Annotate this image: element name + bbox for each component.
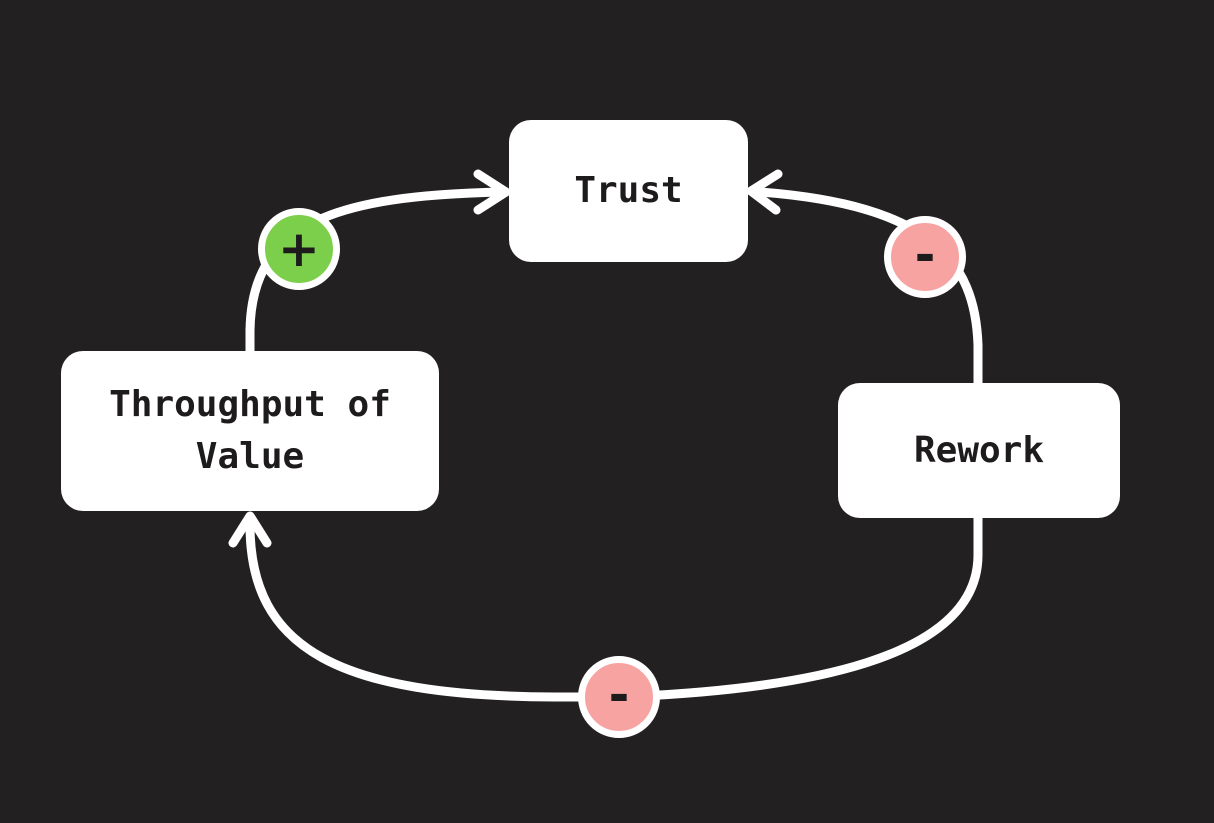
- node-trust[interactable]: Trust: [509, 120, 748, 262]
- positive-polarity-badge: +: [258, 208, 340, 290]
- negative-polarity-badge: -: [884, 216, 966, 298]
- node-trust-label: Trust: [574, 170, 683, 211]
- negative-polarity-badge: -: [578, 656, 660, 738]
- node-rework-label: Rework: [913, 429, 1045, 471]
- arrowhead-throughput-to-trust: [473, 169, 511, 215]
- plus-icon: +: [278, 220, 320, 278]
- node-rework[interactable]: Rework: [838, 383, 1120, 518]
- node-throughput-of-value[interactable]: Throughput of Value: [61, 351, 439, 511]
- minus-icon: -: [608, 666, 630, 724]
- arrowhead-rework-to-throughput: [228, 511, 272, 548]
- node-throughput-of-value-label: Throughput of Value: [109, 384, 391, 477]
- minus-icon: -: [914, 226, 936, 284]
- arrowhead-rework-to-trust: [746, 169, 783, 215]
